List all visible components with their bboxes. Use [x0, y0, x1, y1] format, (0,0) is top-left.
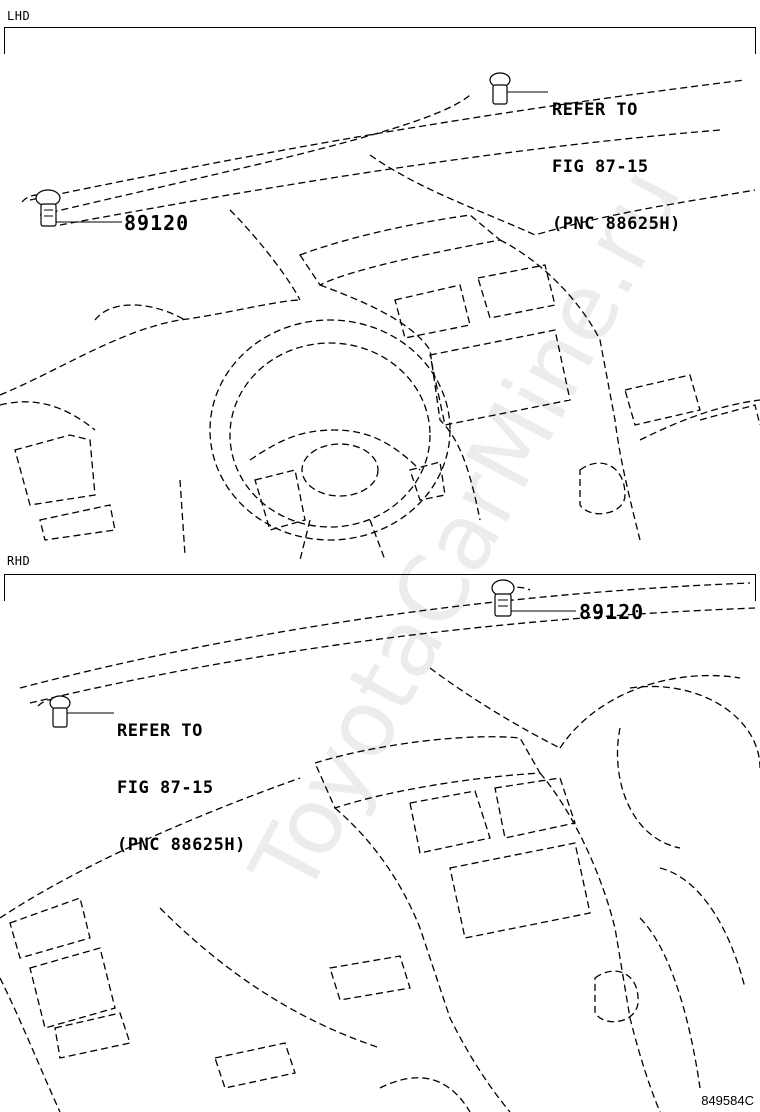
- rhd-panel-frame: [4, 574, 756, 601]
- rhd-part-number: 89120: [579, 600, 645, 624]
- rhd-refer-line-1: REFER TO: [117, 721, 203, 741]
- figure-code: 849584C: [701, 1093, 754, 1108]
- lhd-refer-line-3: (PNC 88625H): [552, 214, 681, 234]
- lhd-panel: LHD: [0, 9, 760, 561]
- lhd-refer-line-2: FIG 87-15: [552, 157, 649, 177]
- rhd-refer-line-3: (PNC 88625H): [117, 835, 246, 855]
- lhd-panel-label: LHD: [7, 9, 31, 23]
- lhd-refer-callout: REFER TO FIG 87-15 (PNC 88625H): [552, 63, 681, 272]
- lhd-refer-line-1: REFER TO: [552, 100, 638, 120]
- rhd-panel-label: RHD: [7, 554, 31, 568]
- lhd-panel-frame: [4, 27, 756, 54]
- rhd-refer-callout: REFER TO FIG 87-15 (PNC 88625H): [117, 684, 246, 893]
- lhd-part-number: 89120: [124, 211, 190, 235]
- rhd-dashboard-drawing: [0, 579, 760, 1112]
- rhd-refer-line-2: FIG 87-15: [117, 778, 214, 798]
- lhd-dashboard-drawing: [0, 72, 760, 561]
- rhd-panel: RHD: [0, 548, 760, 1112]
